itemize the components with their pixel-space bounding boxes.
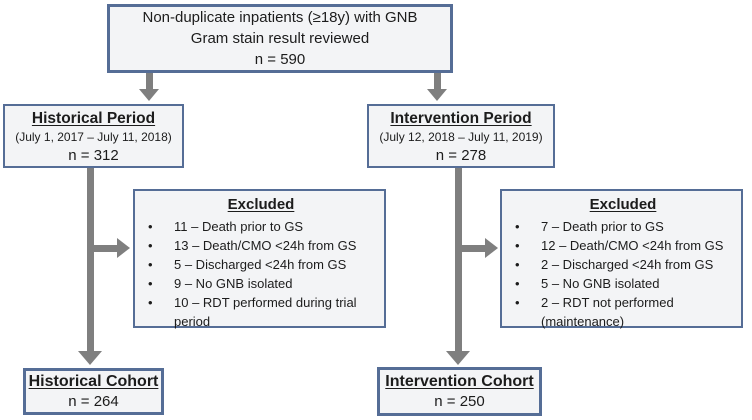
historical-period-dates: (July 1, 2017 – July 11, 2018) <box>15 130 172 144</box>
intervention-excluded-box: Excluded • 7 – Death prior to GS • 12 – … <box>500 189 743 331</box>
bullet-icon: • <box>515 257 520 272</box>
historical-cohort-box: Historical Cohort n = 264 <box>23 368 164 415</box>
bullet-icon: • <box>515 238 520 253</box>
excluded-item-text: 12 – Death/CMO <24h from GS <box>541 238 724 253</box>
list-item: • 11 – Death prior to GS <box>143 217 379 236</box>
arrow-down-icon <box>446 351 470 365</box>
arrow-shaft <box>90 245 118 252</box>
excluded-item-text: 11 – Death prior to GS <box>174 219 304 234</box>
excluded-item-text: 10 – RDT performed during trial period <box>174 295 357 329</box>
arrow-shaft <box>455 168 462 352</box>
bullet-icon: • <box>148 219 153 234</box>
list-item: • 13 – Death/CMO <24h from GS <box>143 236 379 255</box>
bullet-icon: • <box>148 295 153 310</box>
enrollment-line2: Gram stain result reviewed <box>190 30 370 47</box>
list-item: • 7 – Death prior to GS <box>510 217 736 236</box>
bullet-icon: • <box>515 295 520 310</box>
historical-period-title: Historical Period <box>31 110 156 127</box>
intervention-period-box: Intervention Period (July 12, 2018 – Jul… <box>367 104 555 168</box>
excluded-item-text: 7 – Death prior to GS <box>541 219 664 234</box>
bullet-icon: • <box>515 276 520 291</box>
bullet-icon: • <box>148 238 153 253</box>
arrow-right-icon <box>485 238 498 258</box>
list-item: • 9 – No GNB isolated <box>143 274 379 293</box>
enrollment-box: Non-duplicate inpatients (≥18y) with GNB… <box>107 4 453 73</box>
arrow-shaft <box>87 168 94 352</box>
historical-period-box: Historical Period (July 1, 2017 – July 1… <box>3 104 184 168</box>
arrow-shaft <box>146 73 153 90</box>
list-item: • 5 – No GNB isolated <box>510 274 736 293</box>
enrollment-count: n = 590 <box>254 51 306 68</box>
excluded-item-text: 9 – No GNB isolated <box>174 276 293 291</box>
excluded-item-text: 5 – Discharged <24h from GS <box>174 257 347 272</box>
bullet-icon: • <box>148 276 153 291</box>
list-item: • 5 – Discharged <24h from GS <box>143 255 379 274</box>
arrow-down-icon <box>427 89 447 101</box>
list-item: • 2 – Discharged <24h from GS <box>510 255 736 274</box>
historical-excluded-list: • 11 – Death prior to GS • 13 – Death/CM… <box>143 217 379 331</box>
intervention-period-count: n = 278 <box>435 147 487 164</box>
intervention-cohort-box: Intervention Cohort n = 250 <box>377 367 542 416</box>
historical-excluded-title: Excluded <box>227 196 295 213</box>
intervention-period-dates: (July 12, 2018 – July 11, 2019) <box>379 130 543 144</box>
historical-cohort-count: n = 264 <box>68 393 119 410</box>
intervention-cohort-title: Intervention Cohort <box>385 373 534 390</box>
excluded-item-text: 2 – RDT not performed (maintenance) <box>541 295 674 329</box>
arrow-right-icon <box>117 238 130 258</box>
historical-period-count: n = 312 <box>68 147 119 164</box>
arrow-down-icon <box>139 89 159 101</box>
intervention-period-title: Intervention Period <box>390 110 532 127</box>
arrow-shaft <box>434 73 441 90</box>
excluded-item-text: 5 – No GNB isolated <box>541 276 660 291</box>
list-item: • 10 – RDT performed during trial period <box>143 293 379 331</box>
bullet-icon: • <box>148 257 153 272</box>
enrollment-line1: Non-duplicate inpatients (≥18y) with GNB <box>142 9 418 26</box>
intervention-excluded-title: Excluded <box>589 196 657 213</box>
historical-excluded-box: Excluded • 11 – Death prior to GS • 13 –… <box>133 189 386 331</box>
arrow-down-icon <box>78 351 102 365</box>
intervention-excluded-list: • 7 – Death prior to GS • 12 – Death/CMO… <box>510 217 736 331</box>
arrow-shaft <box>458 245 486 252</box>
historical-cohort-title: Historical Cohort <box>28 373 159 390</box>
list-item: • 12 – Death/CMO <24h from GS <box>510 236 736 255</box>
intervention-cohort-count: n = 250 <box>434 393 485 410</box>
excluded-item-text: 2 – Discharged <24h from GS <box>541 257 714 272</box>
list-item: • 2 – RDT not performed (maintenance) <box>510 293 736 331</box>
bullet-icon: • <box>515 219 520 234</box>
excluded-item-text: 13 – Death/CMO <24h from GS <box>174 238 357 253</box>
